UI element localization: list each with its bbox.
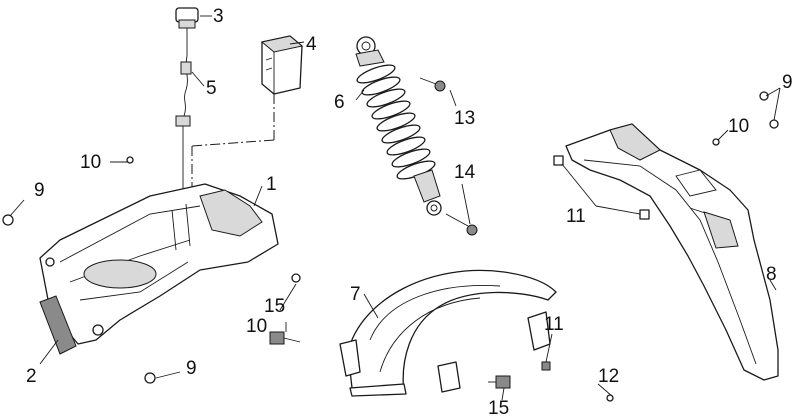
part-10-nut-rear <box>712 138 720 146</box>
callout-10-left: 10 <box>80 152 101 173</box>
part-9-screw-left <box>2 214 156 384</box>
part-7-front-fender <box>339 269 557 397</box>
part-15-bolt-bottom <box>488 375 511 389</box>
callout-13: 13 <box>454 108 475 129</box>
part-10-nut-left <box>126 156 301 283</box>
callout-11-rear: 11 <box>566 206 586 227</box>
shock-spring <box>356 64 436 180</box>
part-12-screw <box>606 394 614 402</box>
callout-8: 8 <box>766 264 777 285</box>
callout-9-bottom: 9 <box>186 358 197 379</box>
callout-14: 14 <box>454 162 476 183</box>
callout-9-right: 9 <box>782 72 793 93</box>
callout-6: 6 <box>334 92 345 113</box>
part-8-rear-fender <box>565 123 779 381</box>
part-14-bolt <box>445 213 478 236</box>
callout-7: 7 <box>350 284 361 305</box>
part-4-module <box>191 35 304 190</box>
callout-15-bottom: 15 <box>488 398 509 416</box>
part-9-screw-top-right <box>759 91 779 129</box>
part-11-clip-rear <box>553 155 650 220</box>
callout-15-left: 15 <box>264 296 285 317</box>
callout-10-mid: 10 <box>246 316 267 337</box>
callout-12: 12 <box>598 366 619 387</box>
callout-1: 1 <box>266 174 277 195</box>
callout-3: 3 <box>213 6 224 27</box>
leader-lines <box>9 15 781 401</box>
callout-11-front: 11 <box>544 314 564 335</box>
callout-9-left: 9 <box>34 180 45 201</box>
part-5-wire-harness <box>175 55 192 190</box>
callout-5: 5 <box>206 78 217 99</box>
part-6-shock-absorber <box>355 36 442 216</box>
part-2-plate <box>39 295 77 355</box>
part-11-clip-front <box>541 361 551 371</box>
part-15-bolt-left <box>269 331 301 345</box>
part-13-bolt <box>419 77 446 92</box>
part-1-inner-fender <box>39 183 279 345</box>
callout-labels: 3 4 5 1 2 9 10 9 10 15 6 7 13 14 15 11 1… <box>26 6 793 416</box>
callout-2: 2 <box>26 366 37 387</box>
part-3-connector <box>175 7 199 56</box>
callout-4: 4 <box>306 34 317 55</box>
callout-10-right: 10 <box>728 116 749 137</box>
